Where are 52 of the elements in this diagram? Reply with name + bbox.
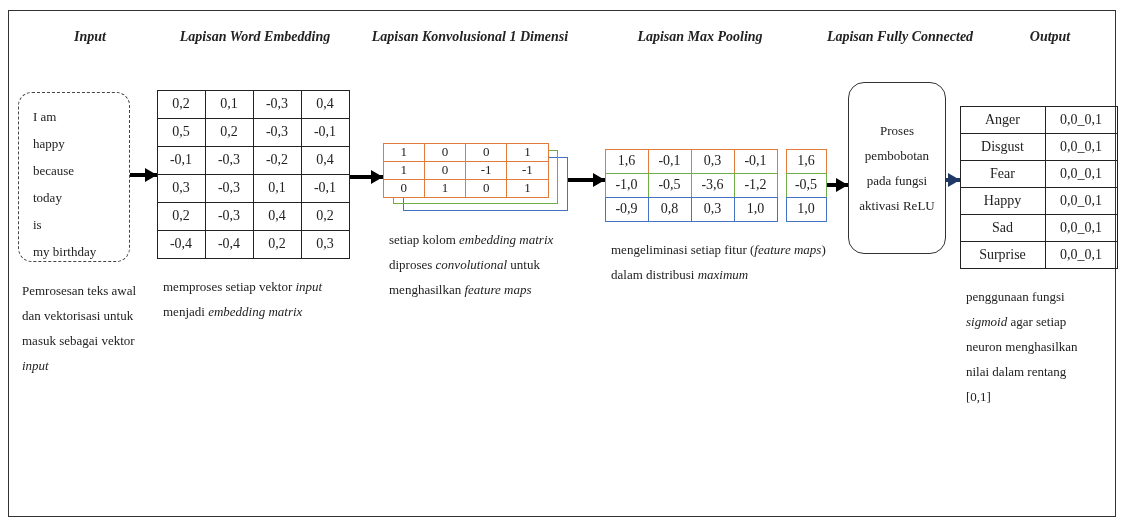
- layer-heading: Lapisan Fully Connected: [825, 28, 975, 45]
- embedding-matrix-table: [157, 90, 349, 258]
- matrix-cell: Anger: [959, 105, 1046, 134]
- token-text: because: [33, 162, 76, 180]
- arrow: [130, 168, 157, 182]
- arrow: [826, 178, 848, 192]
- matrix-cell: 0,0_0,1: [1044, 240, 1118, 269]
- matrix-cell: -1,0: [604, 172, 649, 198]
- arrow: [349, 170, 383, 184]
- matrix-cell: 0,0_0,1: [1044, 105, 1118, 134]
- token-text: I am: [33, 108, 58, 126]
- matrix-cell: 1,6: [604, 148, 649, 174]
- matrix-cell: 0,3: [300, 229, 350, 259]
- matrix-cell: -0,9: [604, 196, 649, 222]
- layer-heading: Output: [1028, 28, 1072, 45]
- matrix-cell: 1: [382, 142, 425, 162]
- matrix-cell: -0,4: [156, 229, 206, 259]
- matrix-cell: 1: [506, 142, 549, 162]
- input-text-box: [18, 92, 130, 262]
- matrix-cell: -0,5: [785, 172, 827, 198]
- arrow: [946, 173, 960, 187]
- layer-heading: Lapisan Max Pooling: [636, 28, 764, 45]
- description-text: penggunaan fungsi sigmoid agar setiap neuron menghasilkan nilai dalam rentang [0,1]: [966, 288, 1079, 406]
- layer-heading: Lapisan Konvolusional 1 Dimensi: [370, 28, 570, 45]
- matrix-cell: 1: [506, 178, 549, 198]
- token-text: is: [33, 216, 43, 234]
- description-text: mengeliminasi setiap fitur (feature maps) dalam distribusi maximum: [611, 241, 827, 284]
- pooling-matrix-table: [605, 149, 777, 221]
- matrix-cell: 0,4: [300, 89, 350, 119]
- matrix-cell: -1,2: [733, 172, 778, 198]
- matrix-cell: 0,8: [647, 196, 692, 222]
- matrix-cell: 1,6: [785, 148, 827, 174]
- feature-map-stack: [383, 143, 568, 211]
- description-text: memproses setiap vektor input menjadi embedding matrix: [163, 278, 324, 321]
- pooled-vector-table: [786, 149, 826, 221]
- token-text: happy: [33, 135, 66, 153]
- process-box: Proses pembobotan pada fungsi aktivasi ReLU: [848, 82, 946, 254]
- matrix-cell: -0,1: [733, 148, 778, 174]
- matrix-cell: 0: [382, 178, 425, 198]
- description-text: Pemrosesan teks awal dan vektorisasi untuk masuk sebagai vektor input: [22, 282, 138, 375]
- matrix-cell: 1,0: [733, 196, 778, 222]
- matrix-cell: 1,0: [785, 196, 827, 222]
- matrix-cell: 0,3: [690, 196, 735, 222]
- output-table: [960, 106, 1117, 268]
- matrix-cell: 0,2: [156, 89, 206, 119]
- token-text: today: [33, 189, 63, 207]
- layer-heading: Lapisan Word Embedding: [178, 28, 332, 45]
- arrow: [568, 173, 605, 187]
- description-text: setiap kolom embedding matrix diproses convolutional untuk menghasilkan feature maps: [389, 231, 555, 299]
- token-text: my birthday: [33, 243, 98, 261]
- matrix-cell: Surprise: [959, 240, 1046, 269]
- layer-heading: Input: [73, 28, 107, 45]
